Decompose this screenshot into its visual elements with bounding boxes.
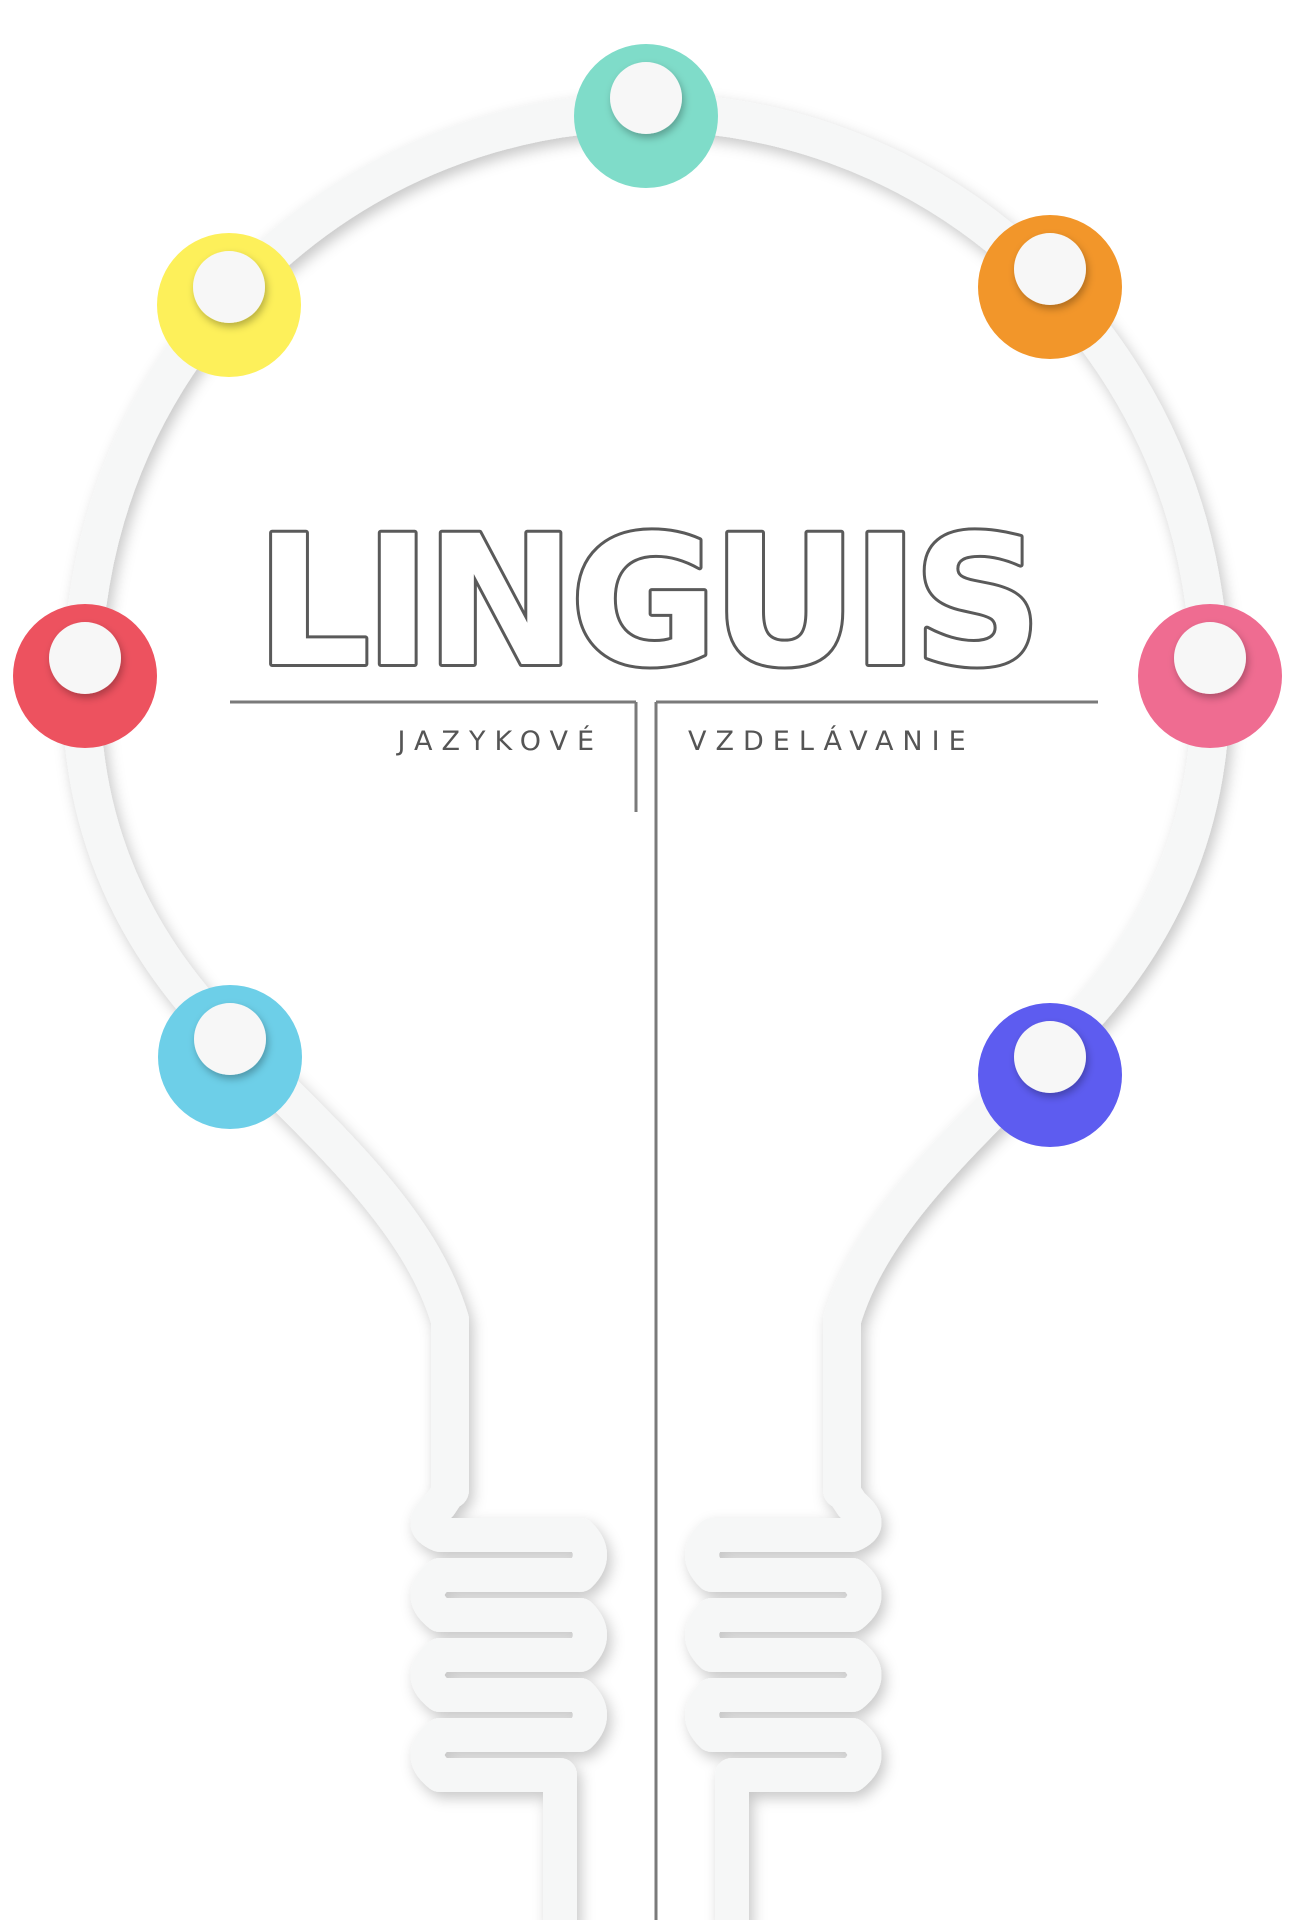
node-pink [1138,604,1282,748]
node-blue-knob [194,1003,266,1075]
node-red-knob [49,622,121,694]
node-indigo [978,1003,1122,1147]
node-blue [158,985,302,1129]
node-pink-knob [1174,622,1246,694]
node-orange-knob [1014,233,1086,305]
tagline-left: JAZYKOVÉ [396,725,603,757]
logo-dividers [230,700,1098,1920]
node-yellow-knob [193,251,265,323]
node-red [13,604,157,748]
node-teal-knob [610,62,682,134]
brand-wordmark: LINGUIS [256,498,1037,707]
bulb-base-right-coil [685,1473,882,1920]
bulb-base-left-coil [410,1473,607,1920]
tagline-right: VZDELÁVANIE [688,725,975,757]
node-orange [978,215,1122,359]
node-yellow [157,233,301,377]
bulb-left-wire [62,93,665,1509]
colored-nodes [13,44,1282,1147]
lightbulb-outline [62,93,1230,1920]
node-teal [574,44,718,188]
node-indigo-knob [1014,1021,1086,1093]
bulb-right-wire [627,93,1230,1509]
